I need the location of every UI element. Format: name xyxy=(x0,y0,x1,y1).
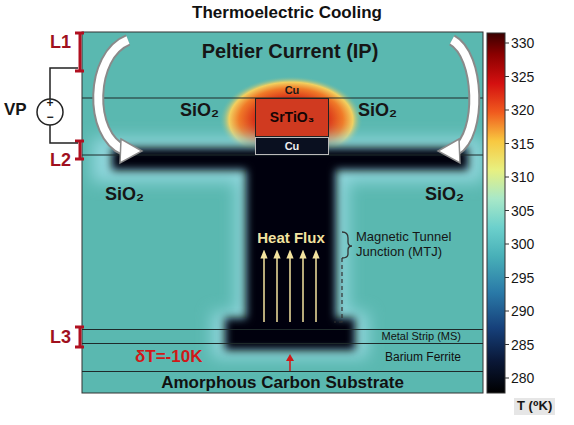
scale-unit: T (⁰K) xyxy=(514,398,555,415)
bar-tick xyxy=(505,43,509,44)
current-label: Peltier Current (IP) xyxy=(202,40,379,63)
cold-foot xyxy=(225,318,355,350)
bar-tick xyxy=(505,244,509,245)
level-bar xyxy=(79,32,82,72)
mtj-bracket xyxy=(334,258,342,322)
color-bar-ticks xyxy=(505,43,509,378)
material-label: SiO₂ xyxy=(180,100,219,121)
level-tick xyxy=(75,140,84,143)
polarity-sign: + xyxy=(46,97,53,111)
polarity-sign: − xyxy=(46,111,53,125)
plot-area xyxy=(82,32,483,393)
bar-tick xyxy=(505,277,509,278)
level-bar xyxy=(79,140,82,160)
bar-tick xyxy=(505,76,509,77)
substrate-band: Amorphous Carbon Substrate xyxy=(82,372,483,394)
scale-tick: 330 xyxy=(511,35,534,51)
arrow-head xyxy=(438,139,460,163)
bar-tick xyxy=(505,143,509,144)
voltage-label: VP xyxy=(4,100,27,120)
flux-arrow xyxy=(302,254,304,322)
plot-frame xyxy=(82,32,483,393)
bar-tick xyxy=(505,110,509,111)
scale-tick: 325 xyxy=(511,69,534,85)
node-text: Cu xyxy=(285,84,300,97)
scale-tick: 305 xyxy=(511,203,534,219)
flux-arrow xyxy=(276,254,278,322)
material-label: SiO₂ xyxy=(105,184,144,205)
bar-tick xyxy=(505,344,509,345)
scale-tick: 290 xyxy=(511,303,534,319)
flux-arrow xyxy=(315,254,317,322)
scale-tick: 310 xyxy=(511,169,534,185)
level-tick xyxy=(75,32,84,35)
bar-tick xyxy=(505,210,509,211)
scale-tick: 300 xyxy=(511,236,534,252)
wire xyxy=(50,125,78,143)
level-tick xyxy=(75,70,84,73)
node-text: Barium Ferrite xyxy=(385,351,461,365)
peltier-arrow-left xyxy=(98,40,142,163)
level-tick xyxy=(75,158,84,161)
scale-tick: 315 xyxy=(511,136,534,152)
level-marker: L1 xyxy=(50,32,71,53)
flux-arrow xyxy=(263,254,265,322)
arrow-outline xyxy=(452,40,474,150)
delta-arrowhead xyxy=(286,354,294,361)
temperature-delta: δT=-10K xyxy=(135,347,202,367)
bar-tick xyxy=(505,311,509,312)
oxide-layer: SrTiO₃ xyxy=(255,98,329,137)
flux-label: Heat Flux xyxy=(257,229,325,246)
arrow-head xyxy=(120,139,142,163)
level-markers xyxy=(75,32,84,348)
arrow-outline xyxy=(98,40,128,150)
color-bar xyxy=(487,33,505,393)
arrow-body xyxy=(98,40,128,150)
material-label: SiO₂ xyxy=(425,184,464,205)
structure-label: Magnetic Tunnel Junction (MTJ) xyxy=(356,230,474,260)
level-tick xyxy=(75,346,84,349)
figure-title: Thermoelectric Cooling xyxy=(192,3,382,23)
arrow-body xyxy=(452,40,474,150)
node-text: Cu xyxy=(285,140,300,153)
node-text: Metal Strip (MS) xyxy=(382,330,461,343)
electrode-layer: Cu xyxy=(255,137,329,155)
scale-tick: 295 xyxy=(511,270,534,286)
level-marker: L2 xyxy=(50,150,71,171)
wire xyxy=(50,68,78,99)
material-label: SiO₂ xyxy=(358,100,397,121)
metal-strip-band: Metal Strip (MS) xyxy=(82,329,483,344)
mtj-brace xyxy=(342,232,352,258)
electrode-layer: Cu xyxy=(255,83,329,98)
peltier-arrow-right xyxy=(438,40,474,163)
flux-arrow xyxy=(289,254,291,322)
scale-tick: 320 xyxy=(511,102,534,118)
layer-lines xyxy=(82,98,483,155)
level-marker: L3 xyxy=(50,327,71,348)
cold-stem xyxy=(246,150,336,325)
heat-flux-arrows xyxy=(264,254,316,322)
bar-tick xyxy=(505,378,509,379)
scale-tick: 285 xyxy=(511,337,534,353)
scale-tick: 280 xyxy=(511,370,534,386)
node-text: Amorphous Carbon Substrate xyxy=(161,373,404,393)
cool-halo xyxy=(92,138,483,358)
bar-tick xyxy=(505,177,509,178)
node-text: SrTiO₃ xyxy=(270,109,314,125)
plot-ground xyxy=(82,32,483,393)
